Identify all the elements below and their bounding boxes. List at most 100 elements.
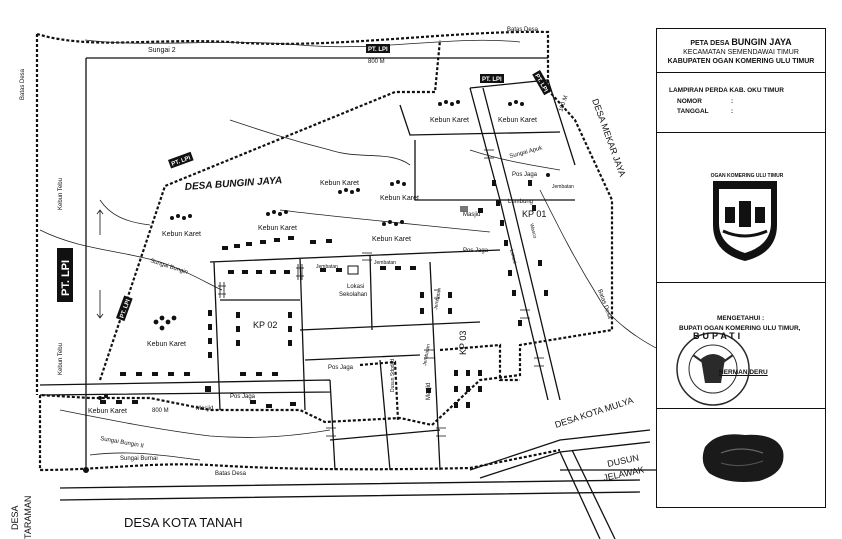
pt-lpi-top: PT. LPI bbox=[368, 47, 388, 53]
tree-clusters bbox=[98, 100, 524, 400]
river-sungai-2 bbox=[84, 39, 521, 48]
map-subtitle-1: KECAMATAN SEMENDAWAI TIMUR bbox=[683, 49, 799, 56]
dark-stamp-blot bbox=[702, 434, 784, 482]
label-sungai-apuk: Sungai Apuk bbox=[509, 145, 544, 160]
tanggal-label: TANGGAL bbox=[677, 108, 709, 115]
label-sekolahan: Sekolahan bbox=[339, 292, 367, 298]
label-jembatan-2: Jembatan bbox=[374, 260, 396, 266]
label-kebun-karet-6: Kebun Karet bbox=[258, 225, 297, 232]
road-ne-2 bbox=[399, 104, 561, 136]
nomor-colon: : bbox=[731, 98, 734, 105]
river-school bbox=[279, 209, 491, 233]
pt-lpi-tags: PT. LPI PT. LPI PT. LPI PT. LPI PT. LPI … bbox=[57, 44, 552, 322]
label-kp-03: KP 03 bbox=[458, 331, 468, 355]
label-desa-kota-mulya: DESA KOTA MULYA bbox=[554, 395, 635, 430]
road-east-block bbox=[414, 140, 575, 201]
house-markers bbox=[100, 180, 548, 408]
label-batas-desa-bottom: Batas Desa bbox=[215, 471, 247, 477]
label-jembatan-3: Jembatan bbox=[316, 264, 338, 270]
label-kebun-karet-9: Kebun Karet bbox=[88, 408, 127, 415]
label-jembatan-5: Jembatan bbox=[422, 343, 432, 366]
label-taraman: TARAMAN bbox=[23, 496, 33, 539]
river-east bbox=[539, 189, 661, 351]
label-desa-bungin-jaya: DESA BUNGIN JAYA bbox=[184, 175, 282, 193]
label-lumbung: Lumbung bbox=[508, 199, 533, 205]
bridge-markers bbox=[218, 149, 544, 437]
map-legend-panel: PETA DESA BUNGIN JAYA KECAMATAN SEMENDAW… bbox=[656, 28, 826, 508]
label-kebun-karet-8: Kebun Karet bbox=[147, 341, 186, 348]
label-desa-kota-tanah: DESA KOTA TANAH bbox=[124, 515, 242, 530]
river-sungai-apuk bbox=[469, 149, 561, 171]
signature-section: MENGETAHUI : BUPATI OGAN KOMERING ULU TI… bbox=[657, 283, 825, 409]
label-pos-jaga-1: Pos Jaga bbox=[512, 172, 538, 178]
label-desa: DESA bbox=[10, 505, 20, 530]
river-sungai-burnai bbox=[89, 452, 201, 461]
road-southeast bbox=[469, 429, 651, 539]
pt-lpi-big: PT. LPI bbox=[60, 260, 72, 296]
river-north bbox=[229, 119, 411, 166]
pt-lpi-tag-sw bbox=[116, 295, 133, 322]
point-markers bbox=[83, 173, 550, 473]
map-title: PETA DESA BUNGIN JAYA bbox=[657, 37, 825, 47]
label-sungai-bungin: Sungai Bungin bbox=[149, 258, 188, 276]
label-kebun-karet-5: Kebun Karet bbox=[162, 231, 201, 238]
road-south-grid bbox=[39, 359, 441, 471]
pt-lpi-tag-top bbox=[366, 44, 390, 53]
label-batas-desa-top: Batas Desa bbox=[507, 27, 539, 33]
label-kebun-karet-1: Kebun Karet bbox=[430, 117, 469, 124]
pt-lpi-tag-big bbox=[57, 248, 73, 302]
label-lokasi: Lokasi bbox=[347, 284, 364, 290]
logo-text: OGAN KOMERING ULU TIMUR bbox=[710, 173, 784, 179]
map-title-label: PETA DESA bbox=[690, 40, 730, 47]
pt-lpi-tag-ne bbox=[480, 74, 504, 83]
road-main-east bbox=[469, 87, 549, 401]
label-sungai-bungin-ii: Sungai Bungin II bbox=[100, 436, 145, 450]
label-sungai-2: Sungai 2 bbox=[148, 47, 176, 54]
label-jembatan-1: Jembatan bbox=[552, 184, 574, 190]
official-seal-stamp bbox=[676, 332, 750, 406]
label-lokasi-r: Lokasi bbox=[508, 249, 518, 265]
label-pos-jaga-4: Pos Jaga bbox=[230, 394, 256, 400]
lampiran-section: LAMPIRAN PERDA KAB. OKU TIMUR NOMOR : TA… bbox=[657, 73, 825, 133]
label-masjid-2: Masjid bbox=[426, 383, 432, 400]
label-kebun-tebu-bottom: Kebun Tebu bbox=[58, 343, 64, 375]
logo-section: OGAN KOMERING ULU TIMUR bbox=[657, 133, 825, 283]
map-subtitle-2: KABUPATEN OGAN KOMERING ULU TIMUR bbox=[667, 58, 815, 65]
label-kebun-karet-3: Kebun Karet bbox=[320, 180, 359, 187]
road-ne bbox=[469, 79, 576, 166]
label-800m-top: 800 M bbox=[368, 59, 385, 65]
map-title-name: BUNGIN JAYA bbox=[731, 37, 792, 47]
bupati-label: BUPATI OGAN KOMERING ULU TIMUR, bbox=[679, 325, 801, 332]
road-bottom bbox=[59, 479, 641, 501]
nomor-label: NOMOR bbox=[677, 98, 702, 105]
label-masjid-3: Masjid bbox=[196, 406, 213, 412]
dusun-boundary bbox=[359, 360, 400, 421]
mengetahui-label: MENGETAHUI : bbox=[717, 315, 765, 322]
label-pos-jaga-3: Pos Jaga bbox=[328, 365, 354, 371]
label-800m-bottom: 800 M bbox=[152, 408, 169, 414]
label-kebun-tebu-top: Kebun Tebu bbox=[58, 178, 64, 210]
kp03-boundary bbox=[439, 343, 520, 382]
village-boundary bbox=[36, 30, 614, 472]
label-kp-02: KP 02 bbox=[253, 320, 277, 330]
stamp-section bbox=[657, 409, 825, 507]
label-jembatan-4: Jembatan bbox=[433, 287, 443, 310]
river-west bbox=[99, 199, 151, 226]
inner-boundary bbox=[98, 39, 442, 381]
label-wasco: Wasco bbox=[528, 223, 538, 239]
tanggal-colon: : bbox=[731, 108, 734, 115]
pt-lpi-ne: PT. LPI bbox=[482, 77, 502, 83]
river-sungai-bungin-ii bbox=[59, 409, 331, 438]
label-batas-desa-left: Batas Desa bbox=[20, 68, 26, 100]
label-masjid-1: Masjid bbox=[463, 212, 480, 218]
label-100m: 100 M bbox=[558, 95, 569, 113]
pt-lpi-tag-corner bbox=[532, 70, 552, 96]
road-grid bbox=[209, 249, 501, 471]
lampiran-text: LAMPIRAN PERDA KAB. OKU TIMUR bbox=[669, 87, 784, 94]
label-dusun-sdpdd: Dusun Sdpdad bbox=[390, 359, 396, 392]
label-kebun-karet-7: Kebun Karet bbox=[372, 236, 411, 243]
label-kp-01: KP 01 bbox=[522, 209, 546, 219]
label-batas-desa-right: Batas Desa bbox=[596, 289, 612, 321]
label-sungai-burnai: Sungai Burnai bbox=[120, 456, 158, 462]
bupati-name: HERMAN DERU bbox=[719, 369, 768, 376]
